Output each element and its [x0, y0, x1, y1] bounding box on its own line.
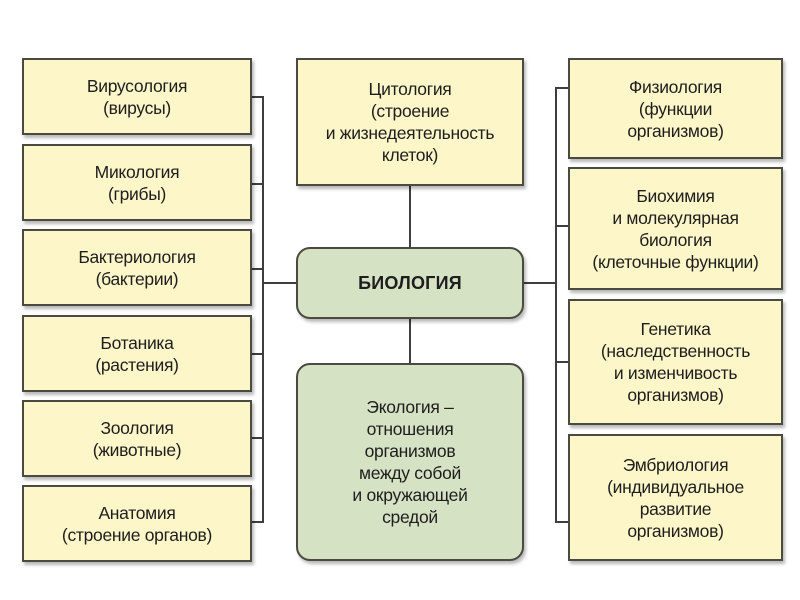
left-tick-5 — [251, 437, 264, 439]
node-virology: Вирусология (вирусы) — [22, 58, 252, 135]
node-physiology: Физиология (функции организмов) — [568, 58, 783, 159]
center-to-right-connector — [524, 282, 556, 284]
right-tick-4 — [555, 521, 569, 523]
node-ecology: Экология – отношения организмов между со… — [296, 363, 524, 561]
right-tick-3 — [555, 361, 569, 363]
center-to-bottom-connector — [409, 318, 411, 364]
node-zoology: Зоология (животные) — [22, 400, 252, 477]
left-tick-1 — [251, 96, 264, 98]
right-bracket-vertical — [555, 87, 557, 522]
node-anatomy: Анатомия (строение органов) — [22, 485, 252, 562]
node-mycology: Микология (грибы) — [22, 144, 252, 221]
right-tick-1 — [555, 87, 569, 89]
left-tick-6 — [251, 521, 264, 523]
left-tick-3 — [251, 268, 264, 270]
left-bracket-vertical — [262, 96, 264, 522]
left-to-center-connector — [263, 282, 297, 284]
node-bacteriology: Бактериология (бактерии) — [22, 229, 252, 306]
node-genetics: Генетика (наследственность и изменчивост… — [568, 299, 783, 425]
node-cytology: Цитология (строение и жизнедеятельность … — [296, 58, 524, 186]
top-to-center-connector — [409, 185, 411, 247]
node-biology-center: БИОЛОГИЯ — [296, 247, 524, 319]
right-tick-2 — [555, 225, 569, 227]
node-biochemistry: Биохимия и молекулярная биология (клеточ… — [568, 167, 783, 290]
node-embryology: Эмбриология (индивидуальное развитие орг… — [568, 434, 783, 561]
left-tick-4 — [251, 353, 264, 355]
node-botany: Ботаника (растения) — [22, 315, 252, 392]
left-tick-2 — [251, 183, 264, 185]
